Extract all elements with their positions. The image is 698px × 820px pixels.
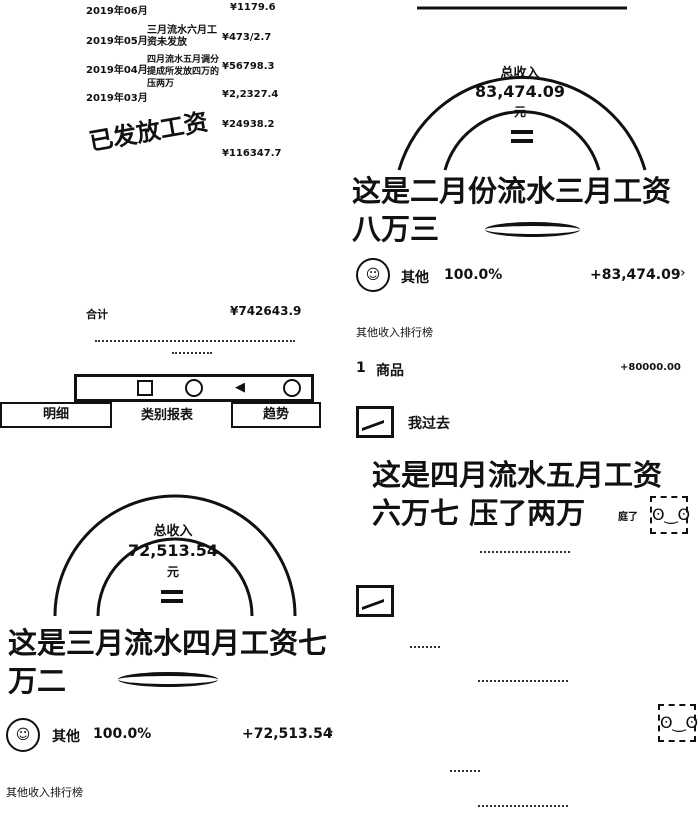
row-amount: ¥24938.2 <box>222 119 275 130</box>
category-amount: +83,474.09 <box>590 267 681 283</box>
ranking-title: 其他收入排行榜 <box>356 326 433 339</box>
message-avatar-icon <box>356 406 394 438</box>
blurred-timestamp <box>480 551 570 556</box>
reaction-label: 庭了 <box>618 512 638 523</box>
category-amount: +72,513.54 <box>242 726 333 742</box>
row-desc: 四月流水五月调分提成所发放四万的压两万 <box>147 55 220 89</box>
share-icon[interactable] <box>283 379 301 397</box>
play-icon[interactable]: ◀ <box>235 380 245 395</box>
rank-item-amount: +80000.00 <box>620 362 681 373</box>
blurred-timestamp <box>478 805 568 810</box>
category-name: 其他 <box>401 270 429 286</box>
paid-stamp: 已发放工资 <box>86 107 210 157</box>
income-ring-chart <box>397 6 647 171</box>
category-other-icon: ☺ <box>6 718 40 752</box>
rank-item-name: 商品 <box>376 363 404 379</box>
chevron-right-icon[interactable]: › <box>680 265 686 281</box>
blurred-text <box>410 646 440 651</box>
row-amount: ¥56798.3 <box>222 61 275 72</box>
panda-sticker-icon: ʘ‿ʘ <box>650 496 690 534</box>
caption-apr: 这是四月流水五月工资六万七 压了两万 <box>372 458 663 530</box>
caption-mar: 这是三月流水四月工资七万二 <box>8 626 328 698</box>
blurred-text <box>450 770 480 775</box>
category-other-icon: ☺ <box>356 258 390 292</box>
row-date: 2019年05月 <box>86 36 148 47</box>
row-date: 2019年03月 <box>86 93 148 104</box>
row-date: 2019年04月 <box>86 65 148 76</box>
tab-detail[interactable]: 明细 <box>0 402 112 428</box>
total-income-value: 83,474.09 <box>474 82 566 101</box>
total-income-label: 总收入 <box>153 524 193 539</box>
total-income-value: 72,513.54 <box>127 541 219 560</box>
caption-underline <box>485 222 580 237</box>
caption-feb: 这是二月份流水三月工资八万三 <box>352 174 672 246</box>
square-icon[interactable] <box>137 380 153 396</box>
income-ring-chart <box>53 494 297 617</box>
total-amount: ¥742643.9 <box>230 304 302 318</box>
ranking-title: 其他收入排行榜 <box>6 786 83 799</box>
blurred-timestamp <box>478 680 568 685</box>
category-percent: 100.0% <box>444 267 503 283</box>
divider-bar <box>511 139 533 143</box>
record-icon[interactable] <box>185 379 203 397</box>
total-income-label: 总收入 <box>500 66 540 81</box>
blurred-footnote <box>95 340 295 345</box>
category-name: 其他 <box>52 729 80 745</box>
income-unit: 元 <box>513 105 526 119</box>
caption-underline <box>118 672 218 687</box>
blurred-footnote <box>172 352 212 357</box>
tab-trend[interactable]: 趋势 <box>231 402 321 428</box>
income-unit: 元 <box>166 565 179 579</box>
total-label: 合计 <box>86 308 108 321</box>
message-avatar-icon <box>356 585 394 617</box>
row-amount: ¥473/2.7 <box>222 32 272 43</box>
row-amount: ¥1179.6 <box>230 2 276 13</box>
row-amount: ¥2,2327.4 <box>222 89 279 100</box>
divider-bar <box>161 599 183 603</box>
rank-number: 1 <box>356 360 366 376</box>
user-name: 我过去 <box>408 416 450 432</box>
row-amount: ¥116347.7 <box>222 148 282 159</box>
tab-category-report[interactable]: 类别报表 <box>140 408 193 423</box>
category-percent: 100.0% <box>93 726 152 742</box>
media-toolbar: ◀ <box>74 374 314 402</box>
panda-sticker-icon: ʘ‿ʘ <box>658 704 698 742</box>
chevron-right-icon[interactable]: › <box>328 724 334 740</box>
divider-bar <box>161 590 183 594</box>
row-desc: 三月流水六月工资未发放 <box>147 25 217 48</box>
divider-bar <box>511 130 533 134</box>
row-date: 2019年06月 <box>86 6 148 17</box>
